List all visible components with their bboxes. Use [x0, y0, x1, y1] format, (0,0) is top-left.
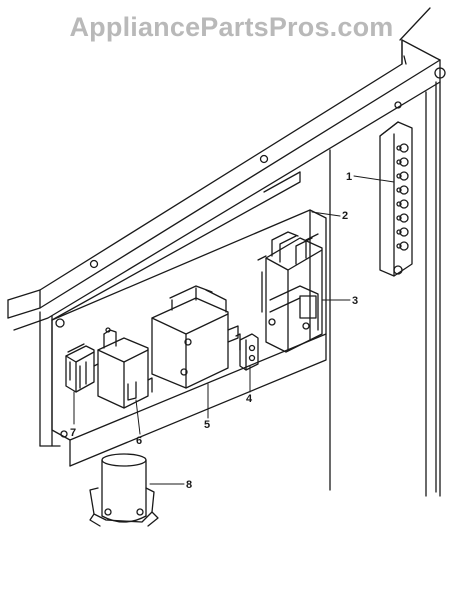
cabinet-side-panel — [329, 39, 441, 497]
callout-6: 6 — [136, 435, 142, 447]
callout-1: 1 — [346, 171, 352, 183]
callout-7: 7 — [70, 427, 76, 439]
callout-3: 3 — [352, 295, 358, 307]
callout-2: 2 — [342, 210, 348, 222]
mounting-plate — [51, 209, 327, 467]
callout-8: 8 — [186, 479, 192, 491]
transformer — [151, 285, 239, 389]
terminal-strip — [379, 121, 413, 277]
watermark-text: AppliancePartsPros.com — [69, 12, 394, 42]
relay — [93, 327, 153, 409]
leader-lines — [73, 175, 395, 485]
callout-4: 4 — [246, 393, 253, 405]
terminal-lug — [235, 333, 259, 371]
terminal-block — [65, 343, 95, 393]
contactor-relay — [257, 231, 323, 353]
capacitor — [89, 453, 159, 527]
callout-5: 5 — [204, 419, 210, 431]
